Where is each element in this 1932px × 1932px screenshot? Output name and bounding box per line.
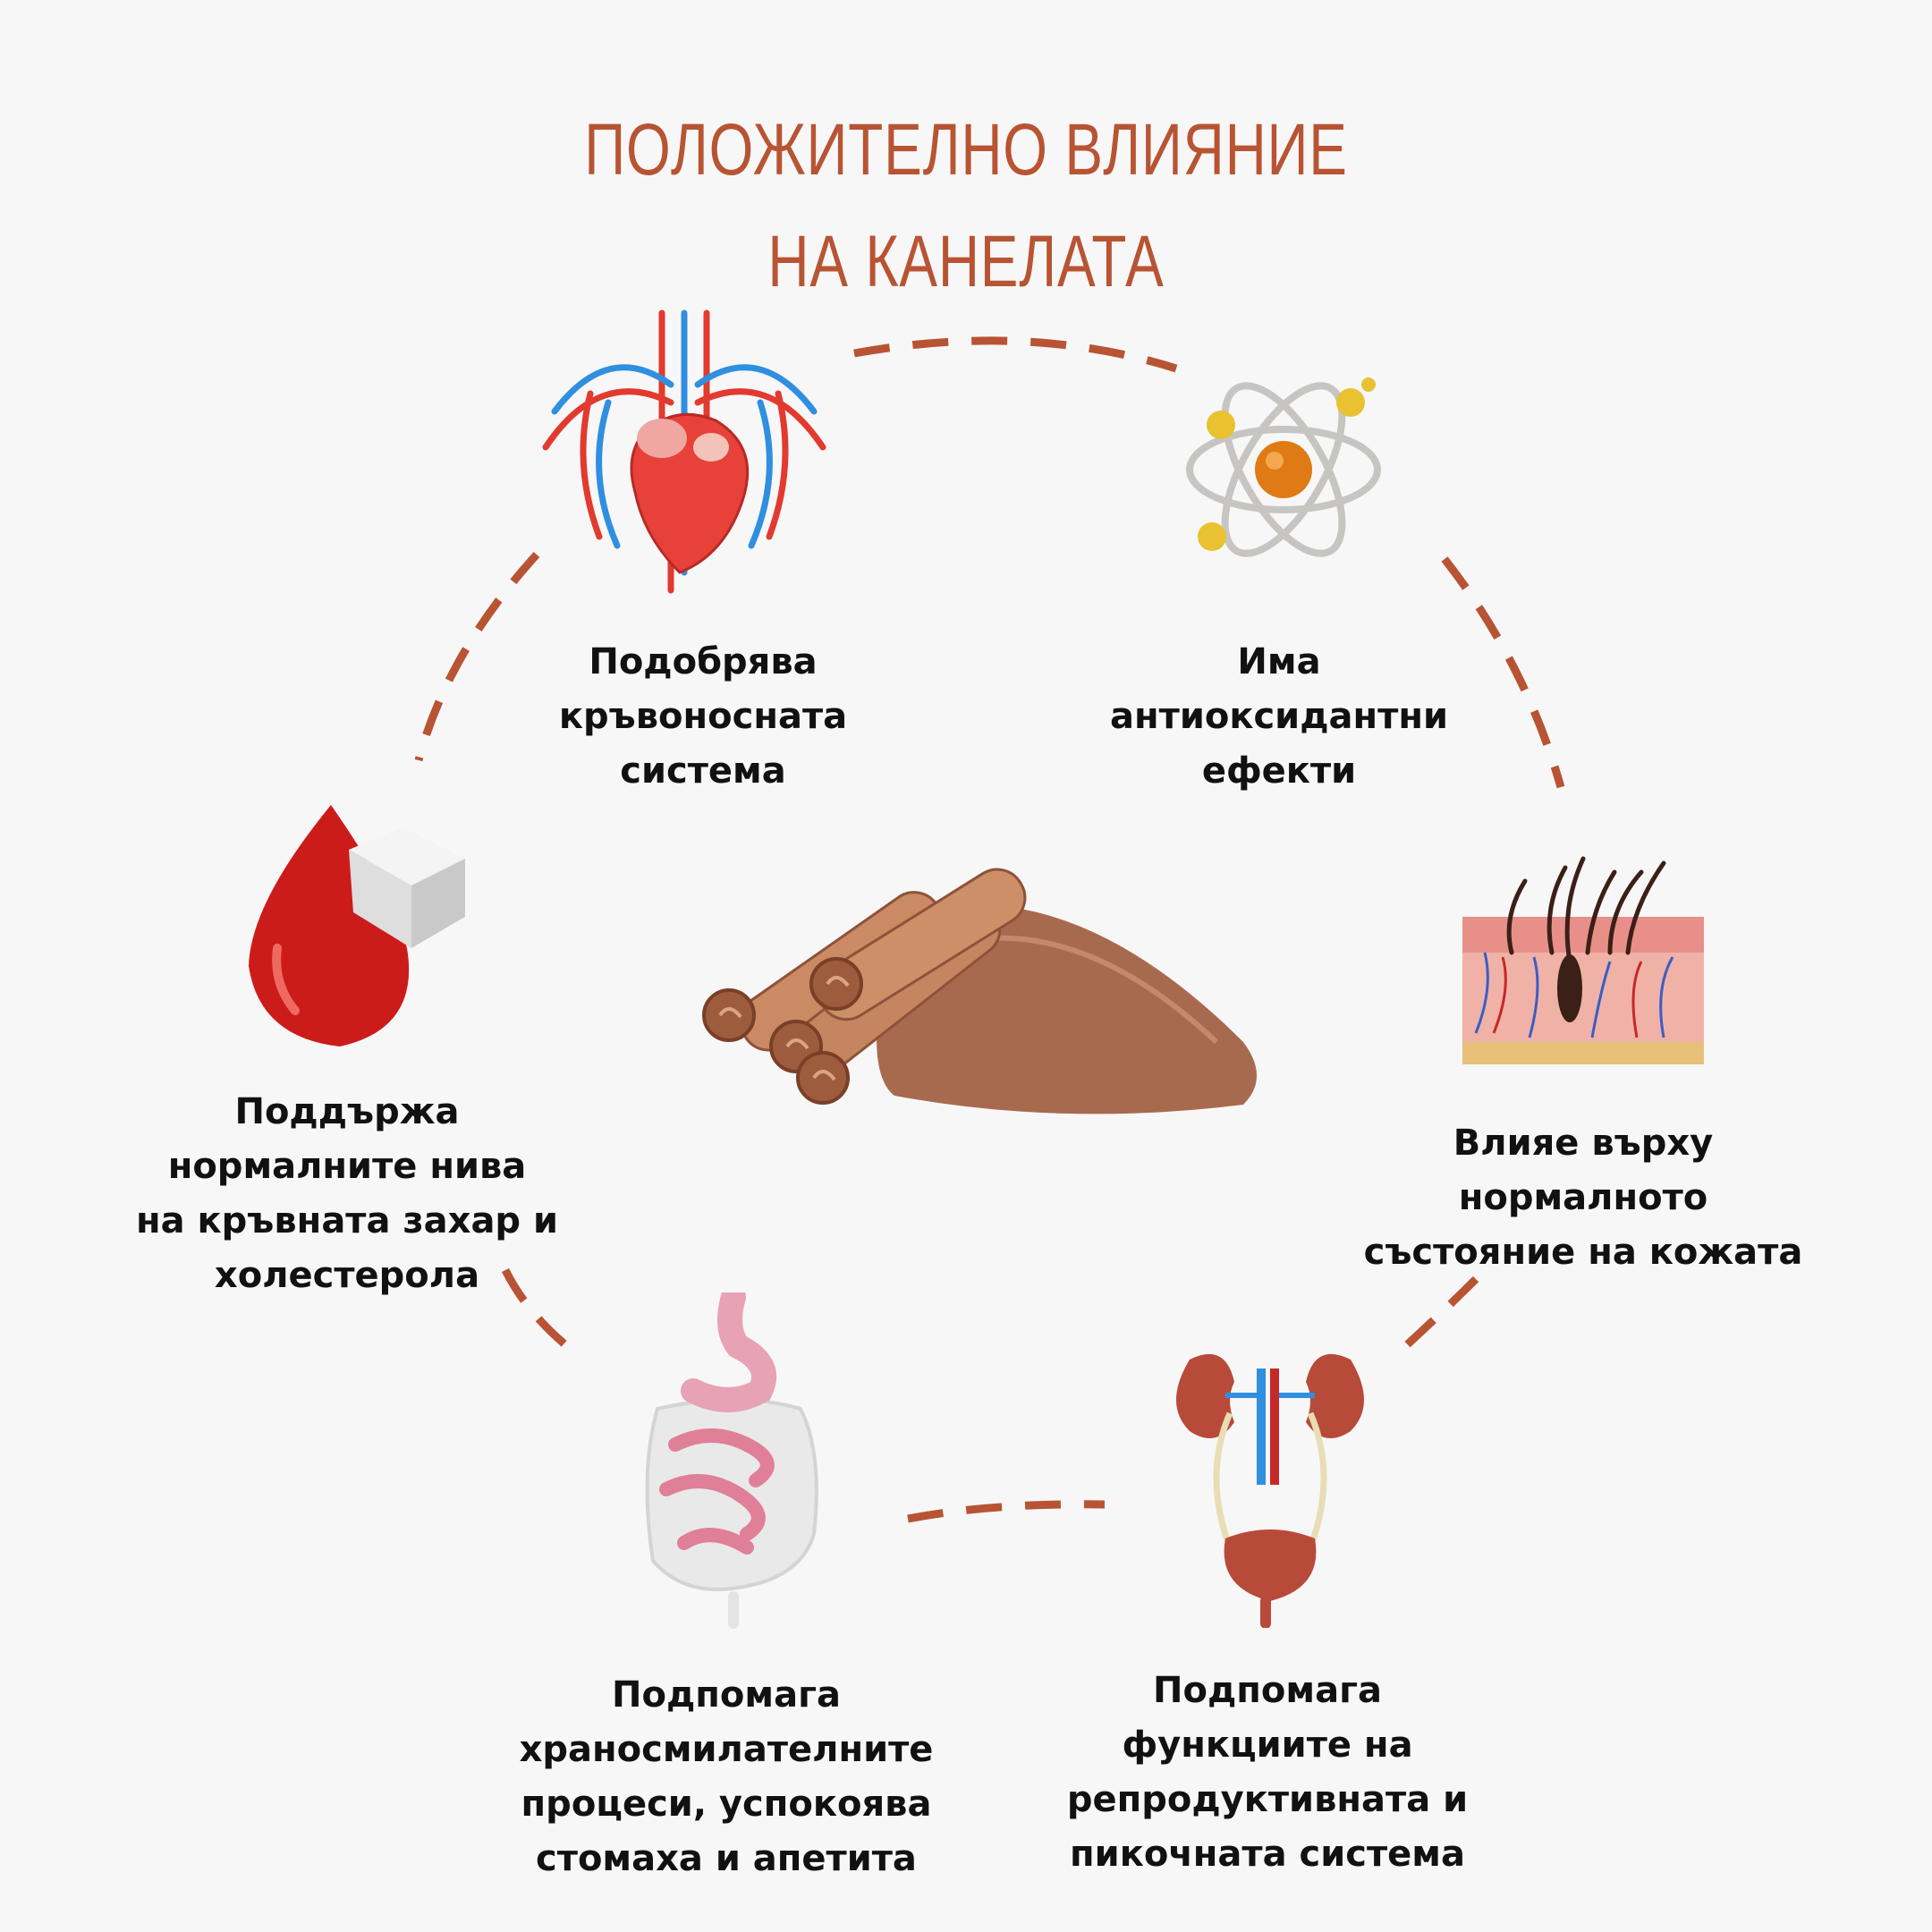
benefit-label-digestion: Подпомага храносмилателните процеси, усп…	[519, 1674, 934, 1879]
digestive-system-icon	[645, 1292, 818, 1629]
connector-bottom	[907, 1500, 1106, 1523]
benefit-label-blood-sugar: Поддържа нормалните нива на кръвната зах…	[135, 1091, 559, 1296]
connector-bottom-right	[1387, 1275, 1479, 1363]
atom-icon	[1186, 377, 1381, 557]
kidneys-bladder-icon	[1176, 1353, 1364, 1628]
connector-left	[414, 551, 540, 762]
connector-bottom-left	[501, 1267, 575, 1354]
title-line-2: НА КАНЕЛАТА	[767, 221, 1165, 302]
benefit-label-urinary: Подпомага функциите на репродуктивната и…	[1066, 1670, 1469, 1875]
blood-drop-sugar-icon	[249, 805, 465, 1046]
benefit-label-antioxidant: Има антиоксидантни ефекти	[1110, 641, 1448, 792]
skin-layers-icon	[1462, 856, 1704, 1064]
connector-top	[853, 336, 1178, 373]
benefit-label-blood-circulation: Подобрява кръвоносната система	[558, 641, 848, 792]
cinnamon-sticks-powder-icon	[702, 868, 1257, 1114]
heart-vessels-icon	[542, 309, 826, 594]
benefit-label-skin: Влияе върху нормалното състояние на кожа…	[1363, 1123, 1803, 1273]
page-title: ПОЛОЖИТЕЛНО ВЛИЯНИЕ НА КАНЕЛАТА	[0, 94, 1932, 318]
connector-top-right	[1441, 556, 1565, 789]
title-line-1: ПОЛОЖИТЕЛНО ВЛИЯНИЕ	[584, 109, 1348, 191]
